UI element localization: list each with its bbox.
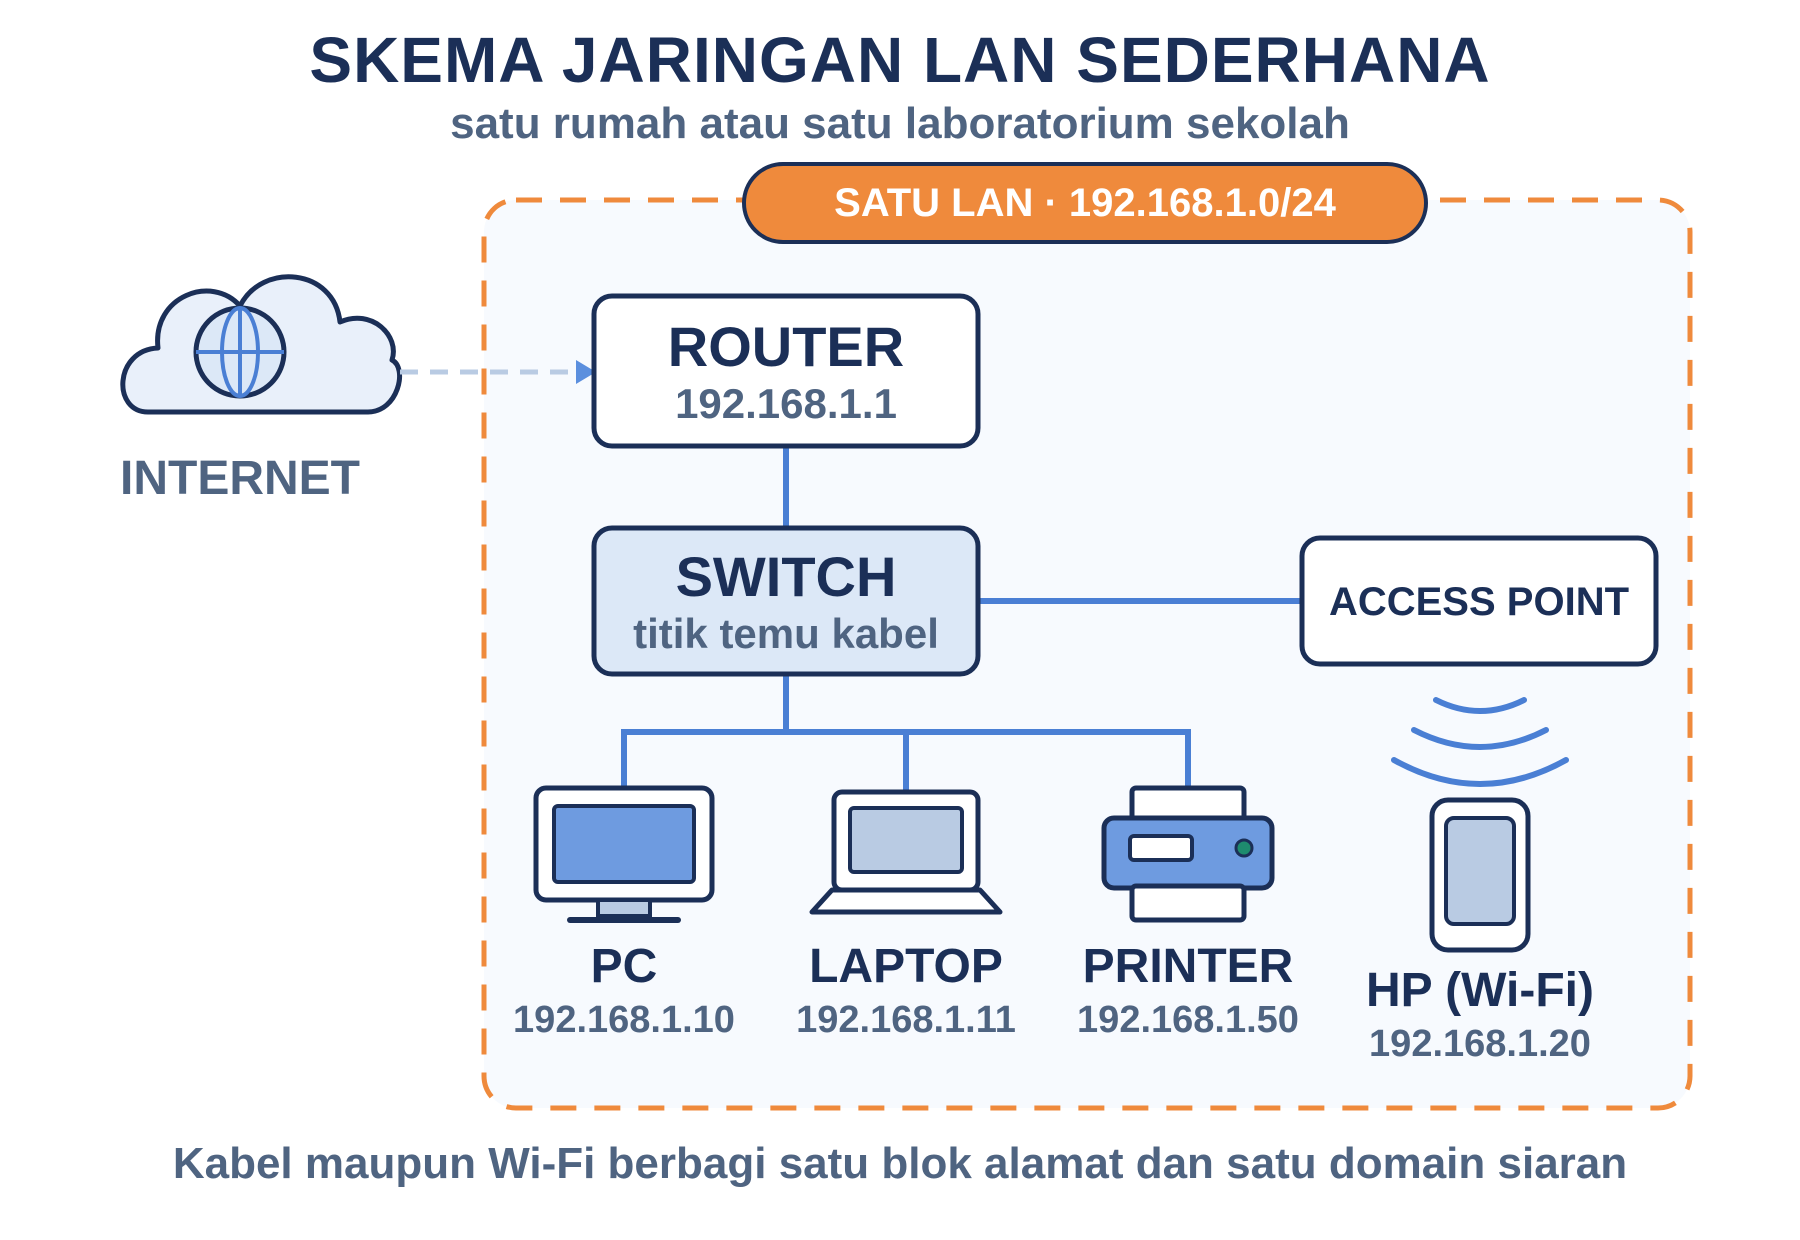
access-point-name: ACCESS POINT [1329,580,1629,624]
footer-note: Kabel maupun Wi-Fi berbagi satu blok ala… [173,1139,1627,1188]
monitor-icon [533,785,715,923]
switch-desc: titik temu kabel [633,610,939,657]
device-ip: 192.168.1.50 [1077,999,1299,1041]
device-ip: 192.168.1.10 [513,999,735,1041]
printer-icon [1101,785,1275,923]
page-title: SKEMA JARINGAN LAN SEDERHANA [309,24,1490,96]
router-ip: 192.168.1.1 [675,380,897,427]
router-name: ROUTER [668,315,904,378]
device-printer: PRINTER 192.168.1.50 [1077,785,1299,1041]
wifi-signal-icon [1391,697,1569,787]
internet-label: INTERNET [120,452,360,505]
internet-arrow [576,360,596,384]
internet-node: INTERNET [120,274,403,505]
switch-name: SWITCH [676,545,897,608]
router-node: ROUTER 192.168.1.1 [591,293,981,449]
page-subtitle: satu rumah atau satu laboratorium sekola… [450,99,1350,148]
device-phone: HP (Wi-Fi) 192.168.1.20 [1366,797,1594,1065]
device-name: HP (Wi-Fi) [1366,964,1594,1017]
lan-badge-label: SATU LAN · 192.168.1.0/24 [834,181,1336,225]
access-point-node: ACCESS POINT [1299,535,1659,667]
lan-badge: SATU LAN · 192.168.1.0/24 [742,162,1428,244]
laptop-icon [809,789,1003,915]
cable-links [621,446,1302,790]
device-pc: PC 192.168.1.10 [513,785,735,1041]
device-name: PC [591,940,658,993]
cloud-globe-icon [120,274,403,415]
device-name: PRINTER [1083,940,1294,993]
device-ip: 192.168.1.20 [1369,1023,1591,1065]
switch-node: SWITCH titik temu kabel [591,525,981,677]
device-name: LAPTOP [809,940,1003,993]
device-laptop: LAPTOP 192.168.1.11 [796,789,1016,1041]
device-ip: 192.168.1.11 [796,999,1016,1041]
phone-icon [1429,797,1531,953]
